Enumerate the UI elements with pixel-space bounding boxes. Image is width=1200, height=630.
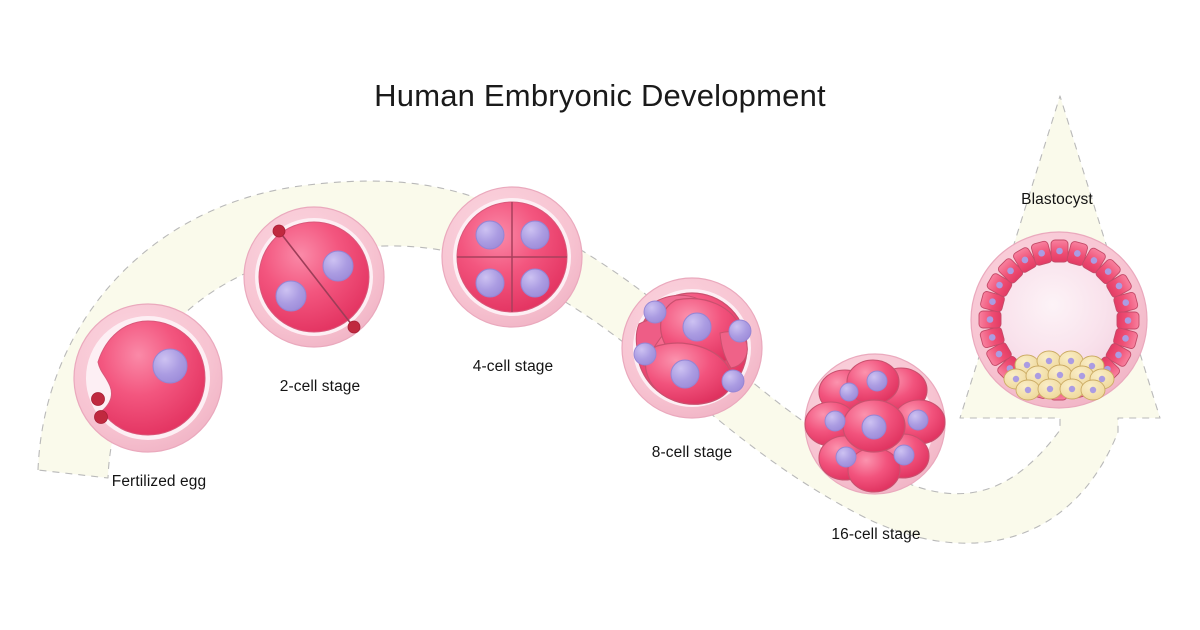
nucleus [682, 312, 712, 342]
nucleus [1045, 357, 1053, 365]
stage-sixteen-cell [804, 353, 946, 495]
nucleus [275, 280, 307, 312]
nucleus [1104, 268, 1112, 275]
polar-body [347, 320, 361, 334]
nucleus [475, 220, 505, 250]
stage-label-two-cell: 2-cell stage [279, 378, 361, 395]
nucleus [861, 414, 887, 440]
nucleus [1078, 372, 1086, 380]
nucleus [1067, 357, 1075, 365]
nucleus [322, 250, 354, 282]
stage-blastocyst [970, 231, 1148, 409]
nucleus [643, 300, 667, 324]
nucleus [1021, 256, 1029, 264]
nucleus [1056, 371, 1064, 379]
nucleus [670, 359, 700, 389]
nucleus [893, 444, 915, 466]
nucleus [866, 370, 888, 392]
polar-body [272, 224, 286, 238]
nucleus [1074, 250, 1081, 257]
nucleus [520, 268, 550, 298]
nucleus [907, 409, 929, 431]
nucleus [1090, 257, 1098, 264]
nucleus [1122, 299, 1130, 306]
stage-label-blastocyst: Blastocyst [1021, 191, 1093, 208]
nucleus [996, 281, 1003, 289]
polar-body [91, 392, 105, 406]
stage-label-four-cell: 4-cell stage [472, 358, 554, 375]
nucleus [824, 410, 846, 432]
nucleus [152, 348, 188, 384]
nucleus [988, 334, 996, 341]
stage-four-cell [441, 186, 583, 328]
nucleus [1115, 282, 1123, 290]
nucleus [728, 319, 752, 343]
nucleus [995, 350, 1003, 358]
nucleus [1038, 249, 1045, 257]
stage-two-cell [243, 206, 385, 348]
nucleus [520, 220, 550, 250]
stage-fertilized-egg [73, 303, 223, 453]
stage-label-fertilized-egg: Fertilized egg [111, 473, 207, 490]
page-title: Human Embryonic Development [374, 78, 826, 113]
stage-eight-cell [621, 277, 763, 419]
nucleus [989, 298, 996, 305]
nucleus [1056, 247, 1063, 255]
nucleus [1012, 375, 1020, 383]
nucleus [1115, 351, 1122, 359]
nucleus [1098, 375, 1106, 383]
polar-body [94, 410, 108, 424]
nucleus [986, 316, 994, 323]
nucleus [1122, 335, 1129, 342]
nucleus [1068, 385, 1076, 393]
nucleus [1007, 267, 1014, 275]
stage-label-eight-cell: 8-cell stage [651, 444, 733, 461]
nucleus [721, 369, 745, 393]
nucleus [1023, 361, 1031, 369]
nucleus [1124, 317, 1132, 324]
nucleus [839, 382, 859, 402]
nucleus [1034, 372, 1042, 380]
nucleus [1046, 385, 1054, 393]
nucleus [1088, 362, 1096, 370]
inner-cell-mass [1003, 350, 1115, 401]
stage-label-sixteen-cell: 16-cell stage [831, 526, 921, 543]
nucleus [633, 342, 657, 366]
nucleus [1089, 386, 1097, 394]
nucleus [475, 268, 505, 298]
cleavage-furrow [278, 230, 353, 326]
nucleus [835, 446, 857, 468]
ooplasm [97, 320, 206, 436]
nucleus [1024, 386, 1032, 394]
